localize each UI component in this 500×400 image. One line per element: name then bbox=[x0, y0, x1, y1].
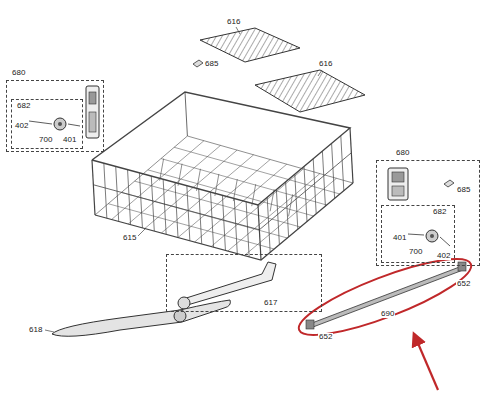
callout-number: 652 bbox=[318, 333, 333, 341]
part-subgroup: 682 401700 402 bbox=[381, 205, 455, 263]
callout-number: 401 bbox=[392, 234, 407, 242]
part-group: 682402700401680 bbox=[6, 80, 104, 152]
roller-wheel bbox=[426, 230, 438, 242]
leader-line bbox=[236, 27, 240, 34]
callout-number: 401 bbox=[62, 136, 77, 144]
callout-number: 615 bbox=[122, 234, 137, 242]
leader-line bbox=[138, 228, 146, 236]
leader-line bbox=[45, 330, 54, 332]
axle-pin bbox=[68, 124, 80, 126]
callout-number: 690 bbox=[380, 310, 395, 318]
roller-wheel bbox=[430, 234, 434, 238]
axle-pin bbox=[408, 234, 424, 235]
callout-number: 402 bbox=[14, 122, 29, 130]
end-cap bbox=[306, 320, 314, 329]
callout-number: 685 bbox=[456, 186, 471, 194]
roller-wheel bbox=[58, 122, 62, 126]
clip-part bbox=[193, 60, 203, 67]
roller-wheel bbox=[54, 118, 66, 130]
tine-row bbox=[255, 70, 365, 112]
spray-arm bbox=[52, 300, 230, 336]
rack-adjuster bbox=[86, 86, 99, 138]
axle-pin bbox=[29, 121, 52, 124]
callout-number: 680 bbox=[395, 149, 410, 157]
callout-number: 616 bbox=[318, 60, 333, 68]
highlight-arrow bbox=[414, 334, 438, 390]
callout-number: 682 bbox=[16, 102, 31, 110]
rack-adjuster bbox=[392, 186, 404, 196]
callout-number: 618 bbox=[28, 326, 43, 334]
callout-number: 652 bbox=[456, 280, 471, 288]
spray-arm-feed bbox=[178, 297, 190, 309]
end-cap bbox=[458, 262, 466, 271]
callout-number: 700 bbox=[408, 248, 423, 256]
highlight-ellipse bbox=[292, 245, 478, 348]
callout-number: 616 bbox=[226, 18, 241, 26]
callout-number: 680 bbox=[11, 69, 26, 77]
tine-row bbox=[200, 28, 300, 62]
callout-number: 685 bbox=[204, 60, 219, 68]
rack-adjuster bbox=[388, 168, 408, 200]
clip-part bbox=[444, 180, 454, 187]
spray-arm-feed bbox=[180, 262, 276, 306]
rack-adjuster bbox=[89, 92, 96, 104]
rack-adjuster bbox=[392, 172, 404, 182]
part-subgroup: 682 402 700 401 bbox=[11, 99, 83, 149]
part-group: 617 bbox=[166, 254, 322, 312]
axle-pin bbox=[440, 237, 450, 246]
upper-rack bbox=[92, 92, 353, 260]
rack-adjuster bbox=[89, 112, 96, 132]
part-group: 682401700402680 bbox=[376, 160, 480, 266]
leader-line bbox=[318, 70, 322, 76]
callout-number: 402 bbox=[436, 252, 451, 260]
callout-number: 617 bbox=[263, 299, 278, 307]
callout-number: 700 bbox=[38, 136, 53, 144]
callout-number: 682 bbox=[432, 208, 447, 216]
